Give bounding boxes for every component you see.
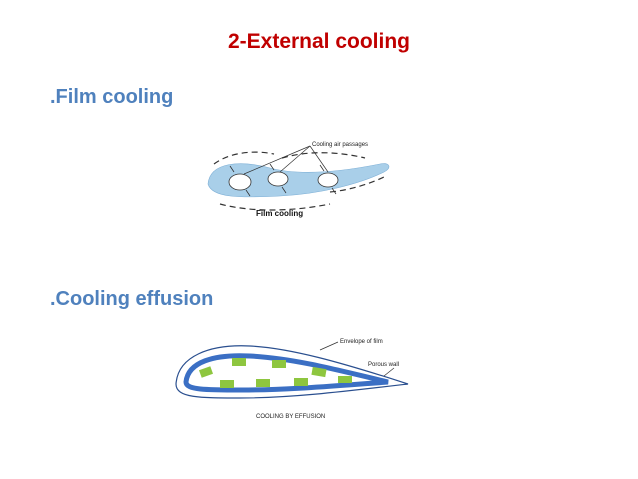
film-envelope-2 xyxy=(281,152,366,159)
film-envelope-3 xyxy=(219,203,331,211)
cooling-passage-2 xyxy=(267,171,289,187)
cooling-air-passages-label: Cooling air passages xyxy=(312,142,368,148)
porous-wall-label: Porous wall xyxy=(368,362,399,368)
porous-segment-8 xyxy=(338,376,352,383)
film-cooling-caption: Film cooling xyxy=(256,209,303,218)
bullet-cooling-effusion: .Cooling effusion xyxy=(50,288,214,310)
blade-shape xyxy=(207,163,390,198)
film-envelope-4 xyxy=(329,175,387,193)
effusion-diagram: Envelope of film Porous wall COOLING BY … xyxy=(175,339,409,420)
porous-segment-5 xyxy=(220,380,234,388)
porous-segment-6 xyxy=(256,379,270,387)
porous-segment-3 xyxy=(272,360,286,368)
envelope-of-film-label: Envelope of film xyxy=(340,339,383,345)
bullet-film-cooling: .Film cooling xyxy=(50,86,174,108)
film-cooling-diagram: Cooling air passages Film cooling xyxy=(207,142,390,218)
slide-title: 2-External cooling xyxy=(227,30,411,53)
film-envelope-1 xyxy=(213,151,275,165)
film-cooling-figure: Cooling air passages Film cooling xyxy=(200,132,400,224)
effusion-caption: COOLING BY EFFUSION xyxy=(256,414,325,420)
porous-segment-4 xyxy=(311,366,327,378)
porous-segment-1 xyxy=(198,366,214,378)
effusion-figure: Envelope of film Porous wall COOLING BY … xyxy=(170,332,420,424)
porous-segment-2 xyxy=(232,358,246,366)
cooling-passage-3 xyxy=(317,172,339,188)
cooling-passage-1 xyxy=(228,173,252,191)
porous-segment-7 xyxy=(294,378,308,386)
porous-wall xyxy=(183,353,389,393)
